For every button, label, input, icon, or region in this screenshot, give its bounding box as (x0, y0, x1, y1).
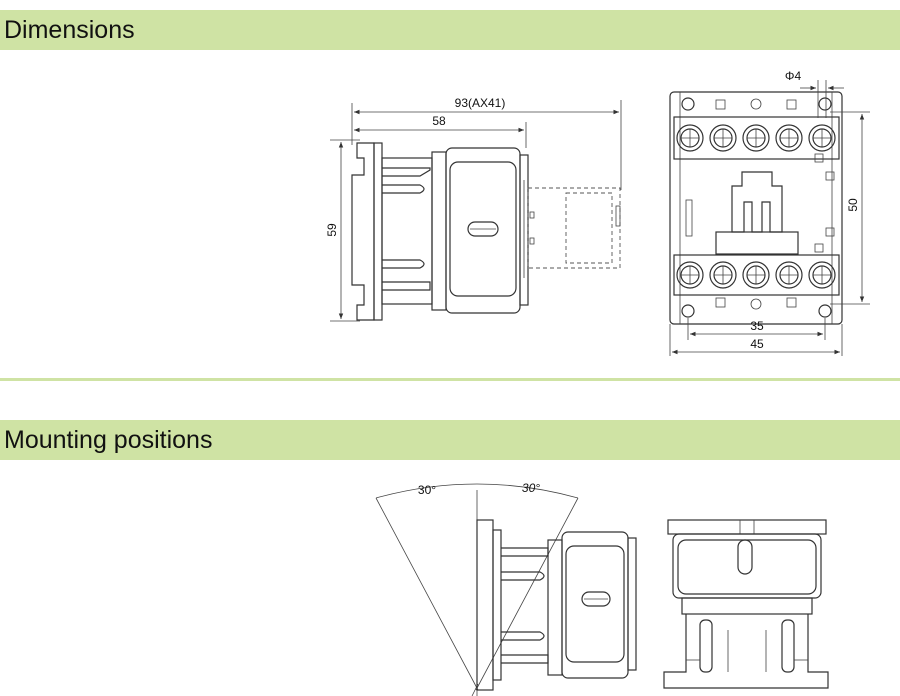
mounting-section-header: Mounting positions (0, 420, 900, 460)
hole-diameter-label: Φ4 (785, 69, 802, 83)
horizontal-hole-label: 35 (750, 319, 764, 333)
mounting-title: Mounting positions (4, 426, 213, 454)
body-length-label: 58 (432, 114, 446, 128)
dimensions-section-header: Dimensions (0, 10, 900, 50)
vertical-hole-label: 50 (846, 198, 860, 212)
front-view-drawing: Φ4 50 35 45 (669, 69, 870, 356)
bottom-terminals (676, 261, 836, 289)
dimensions-title: Dimensions (4, 16, 135, 44)
mounting-end-view-drawing (663, 519, 829, 689)
overall-length-label: 93(AX41) (455, 96, 506, 110)
top-terminals (676, 124, 836, 152)
tilt-right-label: 30° (522, 481, 540, 495)
dimensions-section-divider (0, 378, 900, 381)
mounting-tilt-drawing: 30° 30° (375, 481, 637, 696)
height-label: 59 (325, 223, 339, 237)
tilt-left-label: 30° (418, 483, 436, 497)
overall-width-label: 45 (750, 337, 764, 351)
side-view-drawing: 93(AX41) 58 59 (325, 96, 622, 322)
